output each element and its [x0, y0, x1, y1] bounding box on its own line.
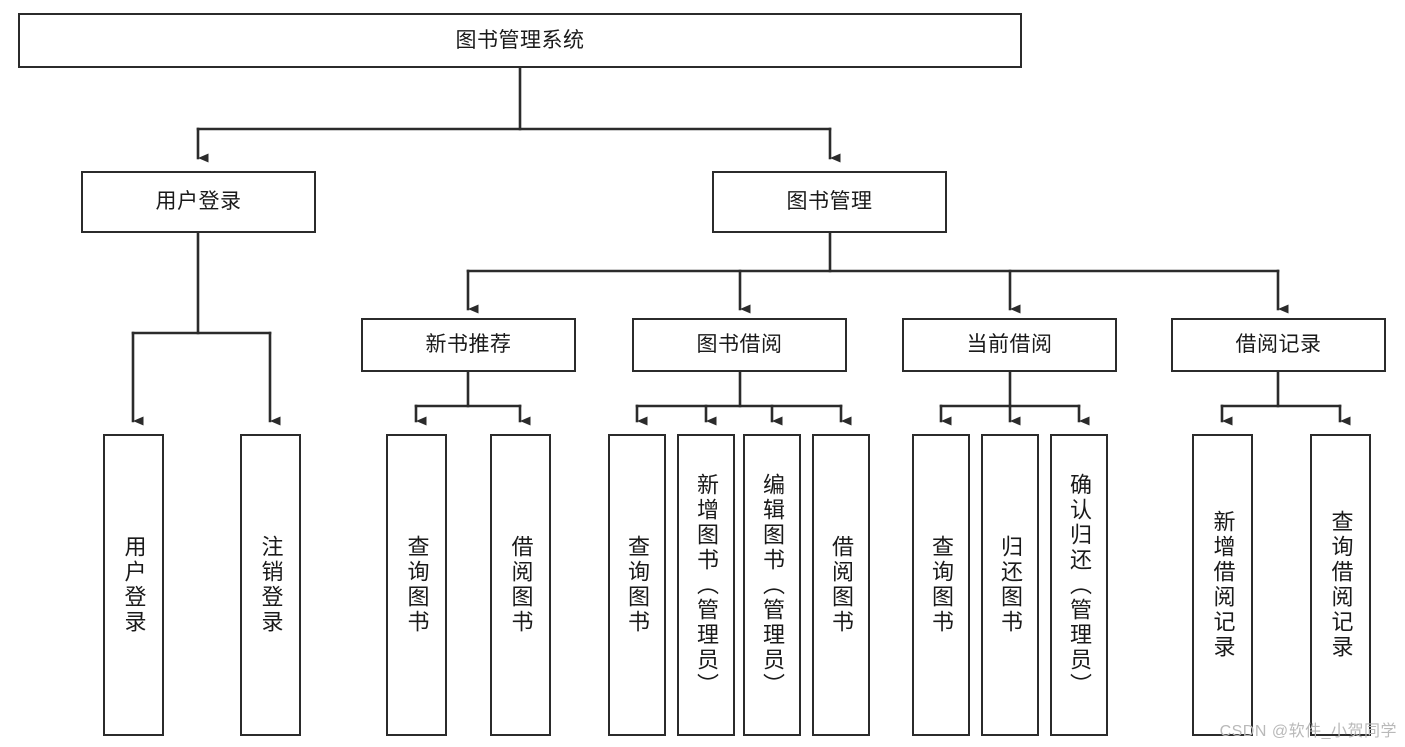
node-leaf-return-book-label: 归还图书 [998, 535, 1023, 635]
node-book-borrow-label: 图书借阅 [696, 333, 783, 357]
node-new-book-recommend[interactable]: 新书推荐 [361, 318, 576, 372]
node-leaf-add-borrow-record-label: 新增借阅记录 [1210, 510, 1236, 660]
node-leaf-edit-book-admin[interactable]: 编辑图书（管理员） [743, 434, 801, 736]
node-leaf-borrow-book-1[interactable]: 借阅图书 [490, 434, 551, 736]
node-leaf-query-book-1-label: 查询图书 [404, 535, 430, 635]
node-leaf-borrow-book-2-label: 借阅图书 [829, 535, 854, 635]
node-book-management-label: 图书管理 [786, 190, 873, 214]
node-user-login[interactable]: 用户登录 [81, 171, 316, 233]
node-leaf-confirm-return-admin[interactable]: 确认归还（管理员） [1050, 434, 1108, 736]
node-borrow-record-label: 借阅记录 [1235, 333, 1322, 357]
node-root-label: 图书管理系统 [455, 28, 585, 52]
node-leaf-logout-login[interactable]: 注销登录 [240, 434, 301, 736]
node-leaf-add-borrow-record[interactable]: 新增借阅记录 [1192, 434, 1253, 736]
node-root[interactable]: 图书管理系统 [18, 13, 1022, 68]
node-user-login-label: 用户登录 [155, 190, 242, 214]
node-leaf-query-book-3-label: 查询图书 [929, 535, 954, 635]
node-borrow-record[interactable]: 借阅记录 [1171, 318, 1386, 372]
node-leaf-confirm-return-admin-label: 确认归还（管理员） [1067, 472, 1092, 698]
node-leaf-add-book-admin[interactable]: 新增图书（管理员） [677, 434, 735, 736]
node-leaf-return-book[interactable]: 归还图书 [981, 434, 1039, 736]
node-leaf-query-book-2-label: 查询图书 [625, 535, 650, 635]
node-leaf-query-borrow-record[interactable]: 查询借阅记录 [1310, 434, 1371, 736]
node-leaf-user-login[interactable]: 用户登录 [103, 434, 164, 736]
node-leaf-query-book-1[interactable]: 查询图书 [386, 434, 447, 736]
node-leaf-query-borrow-record-label: 查询借阅记录 [1328, 510, 1354, 660]
node-current-borrow-label: 当前借阅 [966, 333, 1053, 357]
node-leaf-edit-book-admin-label: 编辑图书（管理员） [760, 472, 785, 698]
node-book-management[interactable]: 图书管理 [712, 171, 947, 233]
node-current-borrow[interactable]: 当前借阅 [902, 318, 1117, 372]
node-leaf-borrow-book-1-label: 借阅图书 [508, 535, 534, 635]
node-leaf-logout-login-label: 注销登录 [258, 535, 284, 635]
node-book-borrow[interactable]: 图书借阅 [632, 318, 847, 372]
node-leaf-add-book-admin-label: 新增图书（管理员） [694, 472, 719, 698]
node-leaf-borrow-book-2[interactable]: 借阅图书 [812, 434, 870, 736]
watermark-text: CSDN @软件_小贺同学 [1219, 723, 1397, 740]
node-new-book-recommend-label: 新书推荐 [425, 333, 512, 357]
node-leaf-query-book-2[interactable]: 查询图书 [608, 434, 666, 736]
node-leaf-user-login-label: 用户登录 [121, 535, 147, 635]
node-leaf-query-book-3[interactable]: 查询图书 [912, 434, 970, 736]
